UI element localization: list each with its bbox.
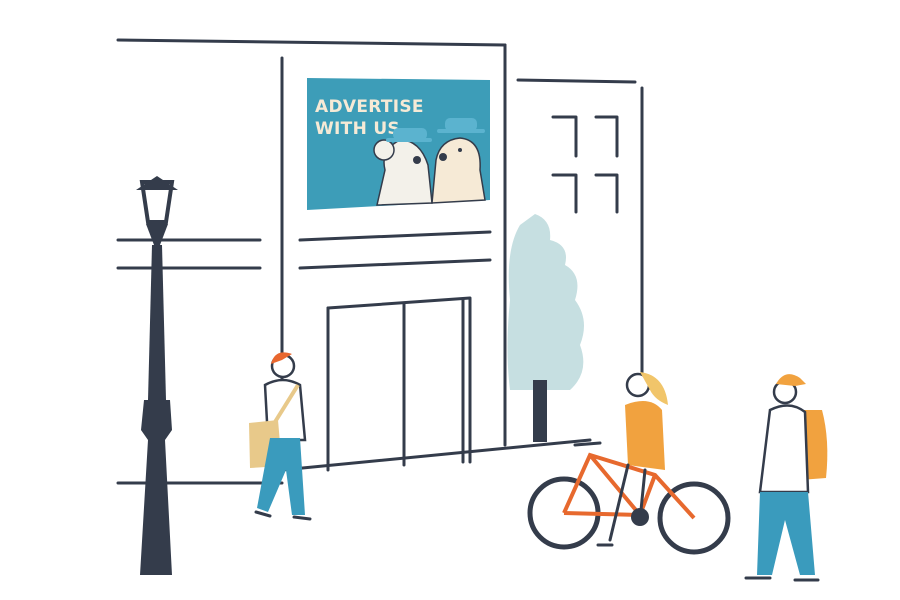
- building: [116, 38, 592, 485]
- pedestrian-with-backpack: [744, 374, 828, 582]
- street-lamp: [136, 176, 178, 575]
- entrance-door: [326, 296, 472, 472]
- pedestrian-with-bag: [249, 352, 312, 521]
- koala: [373, 128, 433, 206]
- tree: [507, 214, 584, 442]
- back-building: [516, 78, 644, 382]
- billboard: ADVERTISE WITH US: [307, 78, 490, 210]
- bear: [431, 118, 486, 204]
- billboard-line1: ADVERTISE: [315, 97, 424, 117]
- cyclist: [527, 372, 731, 555]
- billboard-line2: WITH US: [315, 119, 400, 139]
